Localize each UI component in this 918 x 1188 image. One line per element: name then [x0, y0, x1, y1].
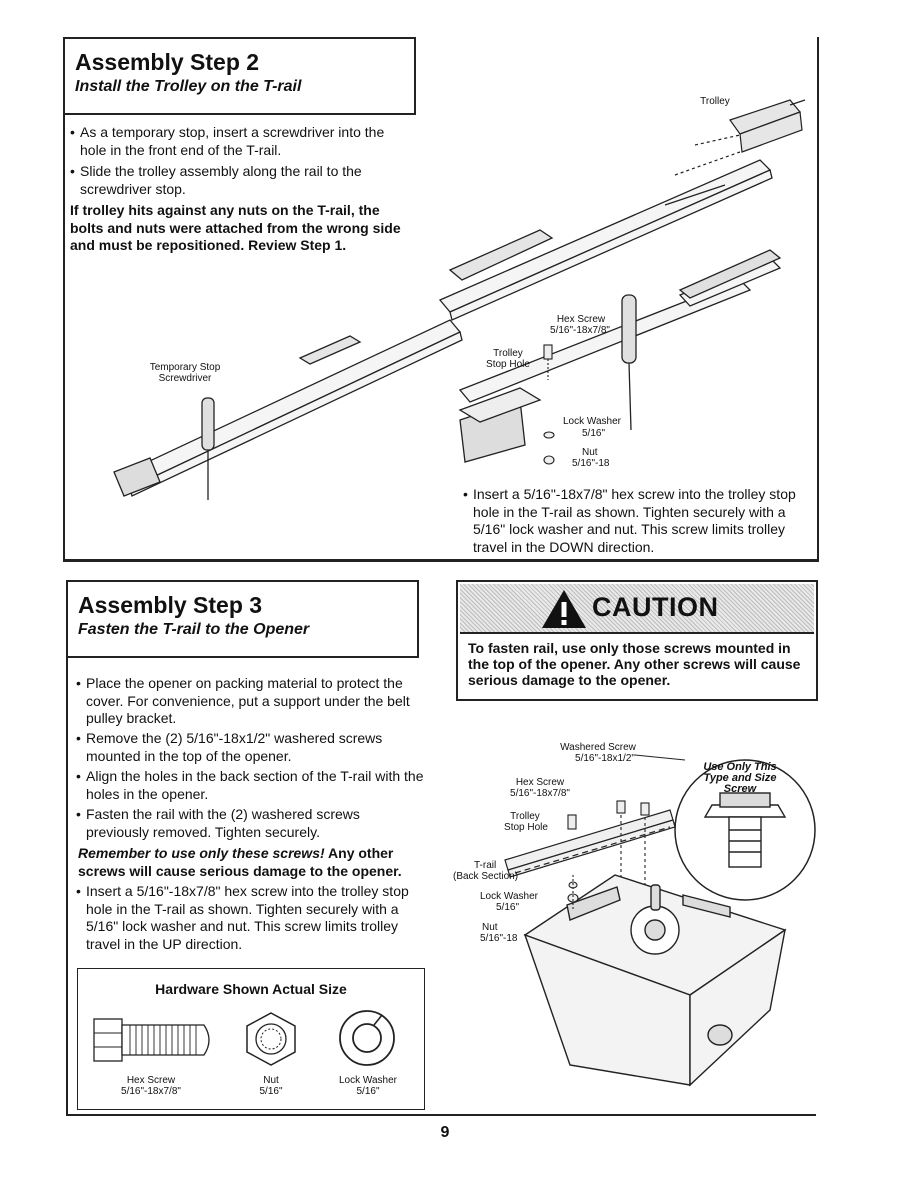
washered-screw-label: Washered Screw	[560, 742, 636, 753]
opener-nut-size-label: 5/16"-18	[480, 933, 518, 944]
step3-remember: Remember to use only these screws! Any o…	[78, 845, 428, 880]
step2-subtitle: Install the Trolley on the T-rail	[75, 78, 302, 95]
step3-bullet-1: Place the opener on packing material to …	[76, 675, 416, 728]
hw-hex-screw-size: 5/16"-18x7/8"	[121, 1086, 181, 1097]
step2-bullet-bottom: Insert a 5/16"-18x7/8" hex screw into th…	[463, 486, 808, 556]
page-number: 9	[440, 1124, 450, 1141]
nut-actual-icon	[246, 1012, 296, 1066]
lock-washer-size-label: 5/16"	[582, 428, 606, 439]
callout-line-3: Screw	[723, 783, 757, 795]
opener-trolley-label: Trolley	[510, 811, 540, 822]
back-section-label: (Back Section)	[453, 871, 519, 882]
step2-bullet-1: As a temporary stop, insert a screwdrive…	[70, 124, 410, 159]
step3-remember-rest: Any other screws will cause serious dama…	[78, 845, 402, 879]
step2-header-box: Assembly Step 2 Install the Trolley on t…	[63, 37, 416, 115]
nut-label: Nut	[582, 447, 598, 458]
callout-line-2: Type and Size	[703, 772, 777, 784]
step3-bullet-last: Insert a 5/16"-18x7/8" hex screw into th…	[76, 883, 416, 953]
opener-hex-screw-label: Hex Screw	[515, 777, 565, 788]
hardware-title: Hardware Shown Actual Size	[155, 981, 347, 997]
caution-banner: CAUTION	[460, 584, 814, 634]
opener-nut-label: Nut	[482, 922, 498, 933]
callout-line-1: Use Only This	[703, 761, 777, 773]
screwdriver-label: Screwdriver	[158, 373, 212, 384]
hw-lock-washer-name: Lock Washer	[339, 1075, 397, 1086]
hex-screw-size-label: 5/16"-18x7/8"	[550, 325, 610, 336]
stop-hole-label: Stop Hole	[486, 359, 530, 370]
hw-hex-screw-name: Hex Screw	[126, 1075, 176, 1086]
lock-washer-actual-icon	[339, 1010, 395, 1066]
t-rail-label: T-rail	[474, 860, 497, 871]
caution-box: CAUTION To fasten rail, use only those s…	[456, 580, 818, 701]
warning-triangle-icon	[542, 590, 586, 628]
hex-screw-label: Hex Screw	[556, 314, 606, 325]
step2-warning: If trolley hits against any nuts on the …	[70, 202, 401, 253]
opener-diagram	[504, 754, 816, 1087]
opener-hex-screw-size-label: 5/16"-18x7/8"	[510, 788, 570, 799]
hw-nut-size: 5/16"	[259, 1086, 283, 1097]
caution-title: CAUTION	[592, 592, 719, 622]
hw-lock-washer-size: 5/16"	[356, 1086, 380, 1097]
temporary-stop-label: Temporary Stop	[149, 362, 221, 373]
washered-screw-callout-icon	[703, 792, 787, 868]
step3-bullet-3: Align the holes in the back section of t…	[76, 768, 428, 803]
step3-header-box: Assembly Step 3 Fasten the T-rail to the…	[66, 580, 419, 658]
step2-bullet-2: Slide the trolley assembly along the rai…	[70, 163, 390, 198]
opener-stop-hole-label: Stop Hole	[504, 822, 548, 833]
opener-lock-washer-size-label: 5/16"	[496, 902, 520, 913]
trolley-stop-label: Trolley	[493, 348, 523, 359]
hw-nut-name: Nut	[263, 1075, 279, 1086]
trolley-rail-diagram	[113, 99, 806, 500]
nut-size-label: 5/16"-18	[572, 458, 610, 469]
washered-screw-size-label: 5/16"-18x1/2"	[575, 753, 635, 764]
step3-section	[66, 580, 431, 1115]
hardware-box: Hardware Shown Actual Size Hex Screw 5/1…	[77, 968, 425, 1110]
caution-text: To fasten rail, use only those screws mo…	[468, 640, 801, 688]
bottom-rule	[66, 1114, 816, 1116]
step3-bullet-4: Fasten the rail with the (2) washered sc…	[76, 806, 416, 841]
step3-bullet-2: Remove the (2) 5/16"-18x1/2" washered sc…	[76, 730, 416, 765]
step3-subtitle: Fasten the T-rail to the Opener	[78, 621, 310, 638]
step3-remember-italic: Remember to use only these screws!	[78, 845, 325, 861]
lock-washer-label: Lock Washer	[563, 416, 621, 427]
opener-lock-washer-label: Lock Washer	[480, 891, 538, 902]
step3-title: Assembly Step 3	[78, 592, 263, 618]
trolley-label: Trolley	[700, 96, 730, 107]
step2-section	[63, 37, 819, 562]
hex-screw-actual-icon	[93, 1018, 210, 1062]
step2-title: Assembly Step 2	[75, 49, 260, 75]
